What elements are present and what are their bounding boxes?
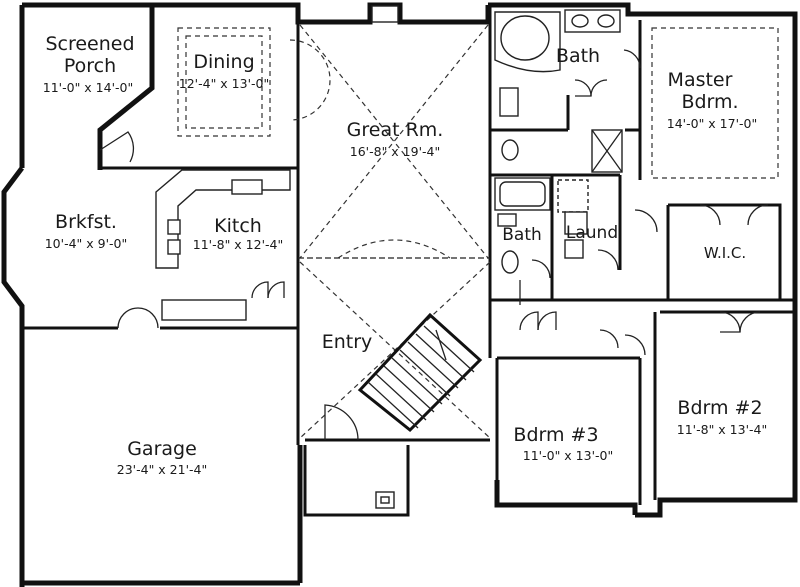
screened-porch-label-2: Porch	[64, 55, 116, 77]
kitchen-label: Kitch	[214, 215, 262, 237]
bdrm2-dims: 11'-8" x 13'-4"	[677, 422, 767, 437]
fixtures	[155, 5, 623, 509]
dining-label: Dining	[193, 51, 254, 73]
screened-porch-label-1: Screened	[45, 33, 134, 55]
master-bdrm-dims: 14'-0" x 17'-0"	[667, 116, 757, 131]
kitchen-dims: 11'-8" x 12'-4"	[193, 237, 283, 252]
room-labels: Screened Porch 11'-0" x 14'-0" Dining 12…	[43, 33, 767, 477]
master-bdrm-label-2: Bdrm.	[681, 91, 738, 113]
master-bath-label: Bath	[556, 45, 600, 67]
laundry-label: Laund	[566, 223, 618, 243]
great-room-label: Great Rm.	[347, 119, 444, 141]
entry-label: Entry	[322, 331, 373, 353]
dining-dims: 12'-4" x 13'-0"	[179, 76, 269, 91]
great-room-dims: 16'-8" x 19'-4"	[350, 144, 440, 159]
master-bdrm-label-1: Master	[668, 69, 733, 91]
garage-dims: 23'-4" x 21'-4"	[117, 462, 207, 477]
interior-walls	[22, 5, 795, 505]
wic-label: W.I.C.	[704, 244, 746, 262]
screened-porch-dims: 11'-0" x 14'-0"	[43, 80, 133, 95]
garage-label: Garage	[127, 438, 197, 460]
bdrm3-dims: 11'-0" x 13'-0"	[523, 448, 613, 463]
brkfst-label: Brkfst.	[55, 211, 117, 233]
stairs	[357, 312, 483, 433]
bdrm3-label: Bdrm #3	[513, 424, 598, 446]
ceiling-details	[177, 24, 779, 439]
brkfst-dims: 10'-4" x 9'-0"	[45, 236, 128, 251]
hall-bath-label: Bath	[502, 225, 542, 245]
bdrm2-label: Bdrm #2	[677, 397, 762, 419]
doors	[99, 49, 769, 441]
